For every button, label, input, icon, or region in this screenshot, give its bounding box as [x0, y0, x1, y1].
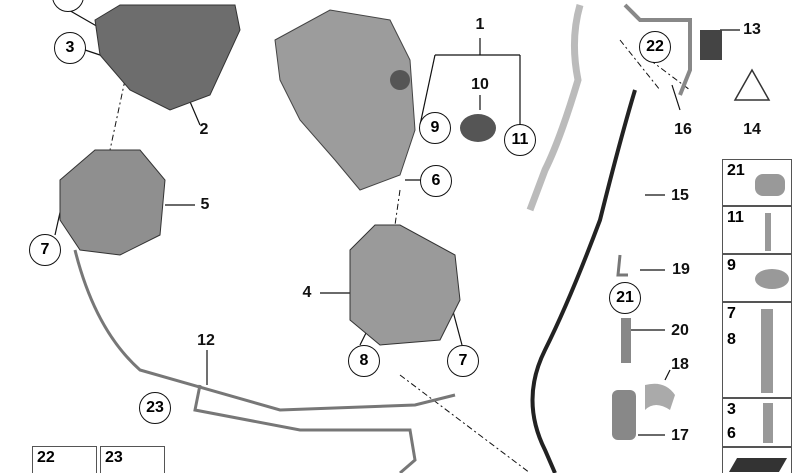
callout-22: 22 [639, 31, 671, 63]
callout-20: 20 [671, 322, 689, 339]
tile-label: 9 [727, 257, 736, 274]
tile-label: 23 [105, 449, 123, 466]
tile-label: 22 [37, 449, 55, 466]
tile-label: 6 [727, 425, 736, 442]
callout-15: 15 [671, 187, 689, 204]
part-tile-23[interactable]: 23 [100, 446, 165, 473]
tile-label: 21 [727, 162, 745, 179]
part-tile-22[interactable]: 22 [32, 446, 97, 473]
callout-6: 6 [420, 165, 452, 197]
callout-3: 3 [54, 32, 86, 64]
part-tile-11[interactable]: 11 [722, 206, 792, 254]
callout-21: 21 [609, 282, 641, 314]
callout-10: 10 [471, 76, 489, 93]
tile-label: 7 [727, 305, 736, 322]
callout-5: 5 [200, 196, 210, 213]
callout-16: 16 [674, 121, 692, 138]
part-tile-9[interactable]: 9 [722, 254, 792, 302]
callout-18: 18 [671, 356, 689, 373]
callout-13: 13 [743, 21, 761, 38]
callout-14: 14 [743, 121, 761, 138]
callout-19: 19 [672, 261, 690, 278]
long-bolt-image [761, 309, 773, 393]
part-tile-21[interactable]: 21 [722, 159, 792, 206]
washer-image [755, 269, 789, 289]
part-image [728, 458, 788, 472]
part-tile-more[interactable] [722, 447, 792, 473]
tile-label: 3 [727, 401, 736, 418]
callout-7-lower: 7 [447, 345, 479, 377]
bolt-image [765, 213, 771, 251]
tile-label: 11 [727, 209, 744, 226]
callout-17: 17 [671, 427, 689, 444]
callout-11: 11 [504, 124, 536, 156]
callout-8: 8 [348, 345, 380, 377]
callout-9: 9 [419, 112, 451, 144]
callout-4: 4 [302, 284, 312, 301]
callout-7: 7 [29, 234, 61, 266]
callout-1: 1 [475, 16, 485, 33]
callout-2: 2 [199, 121, 209, 138]
callout-12: 12 [197, 332, 215, 349]
callout-23: 23 [139, 392, 171, 424]
clamp-image [755, 174, 785, 196]
short-bolt-image [763, 403, 773, 443]
tile-label: 8 [727, 331, 736, 348]
